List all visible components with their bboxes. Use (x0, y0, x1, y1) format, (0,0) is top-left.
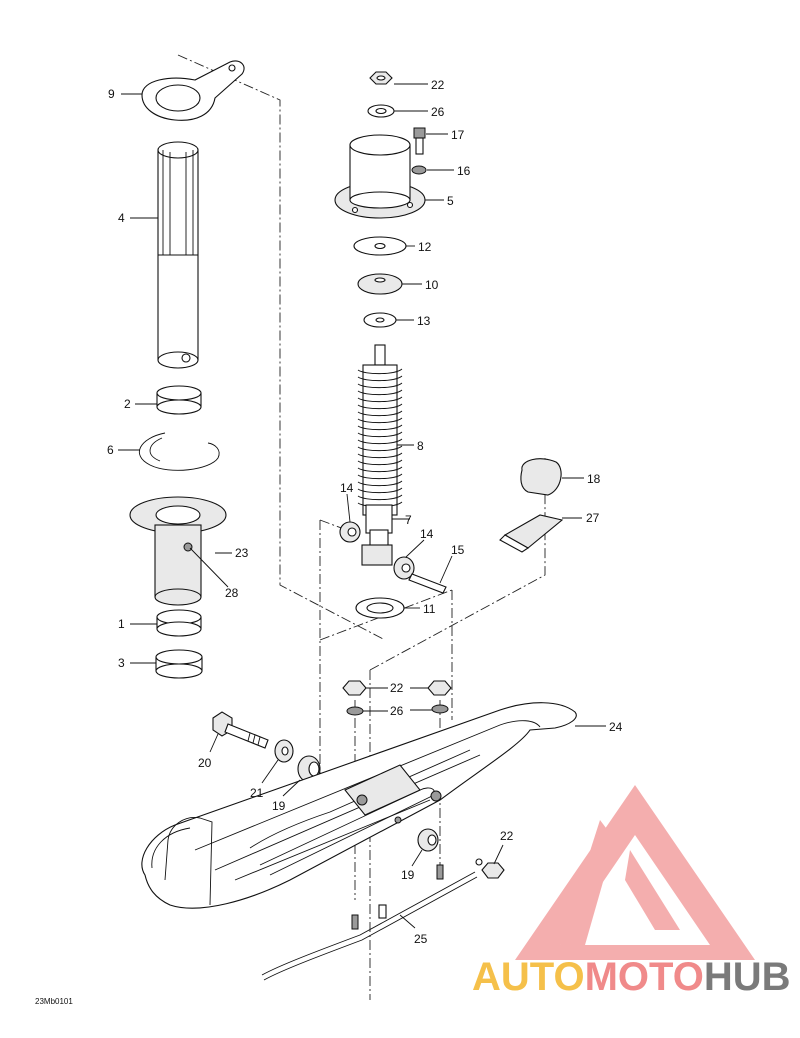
callout-22-wear: 22 (500, 829, 514, 843)
callout-18: 18 (587, 472, 601, 486)
part-lock-washer (411, 165, 427, 175)
spring-coil (357, 438, 403, 445)
callout-3: 3 (118, 656, 125, 670)
watermark-logo (515, 785, 755, 960)
spring-coil (357, 459, 403, 466)
spring-coil (357, 403, 403, 410)
part-bushing-14a (339, 521, 361, 543)
callout-28: 28 (225, 586, 239, 600)
spring-coil (357, 417, 403, 424)
callout-9: 9 (108, 87, 115, 101)
callout-24: 24 (609, 720, 623, 734)
callout-7: 7 (405, 513, 412, 527)
part-washer-ski-right (431, 704, 449, 714)
callout-17: 17 (451, 128, 465, 142)
spring-coil (357, 382, 403, 389)
callout-leaders (118, 83, 606, 929)
callout-2: 2 (124, 397, 131, 411)
part-bushing-19b (417, 828, 439, 852)
spring-coil (357, 487, 403, 494)
spring-coil (357, 410, 403, 417)
callout-6: 6 (107, 443, 114, 457)
part-washer-11 (355, 597, 405, 619)
part-damper-plate (357, 273, 403, 295)
callout-26-top: 26 (431, 105, 445, 119)
part-washer-13 (363, 312, 397, 328)
part-nut-wear-bar (481, 862, 505, 879)
callout-19-right: 19 (401, 868, 415, 882)
callout-20: 20 (198, 756, 212, 770)
spring-coil (357, 375, 403, 382)
callout-10: 10 (425, 278, 439, 292)
part-shock-absorber (357, 344, 403, 566)
part-bolt-small (413, 127, 426, 155)
part-washer-12 (353, 236, 407, 256)
part-cap-18 (520, 458, 562, 496)
callout-16: 16 (457, 164, 471, 178)
callout-23: 23 (235, 546, 249, 560)
callout-21: 21 (250, 786, 264, 800)
part-bushing-14b (393, 556, 415, 580)
spring-coil (357, 480, 403, 487)
part-nut-top (369, 71, 393, 85)
part-washer-ski-left (346, 706, 364, 716)
callout-5: 5 (447, 194, 454, 208)
callout-22-ski: 22 (390, 681, 404, 695)
part-snap-ring (138, 432, 220, 471)
callout-14-left: 14 (340, 481, 354, 495)
callout-19-left: 19 (272, 799, 286, 813)
part-spring-cap (334, 134, 426, 219)
part-bushing-lower (156, 609, 202, 637)
part-retainer-plate (141, 60, 245, 121)
part-splined-shaft (157, 141, 199, 369)
part-nut-ski-left (342, 680, 367, 696)
spring-coil (357, 473, 403, 480)
part-wear-bar (261, 858, 483, 981)
watermark-moto: MOTO (585, 955, 704, 999)
part-plate-27 (499, 514, 564, 553)
watermark-text: AUTOMOTOHUB (472, 955, 791, 999)
callout-labels: 9 4 2 6 23 28 1 3 22 26 17 16 5 12 10 13… (107, 78, 623, 946)
spring-coil (357, 445, 403, 452)
watermark-hub: HUB (704, 955, 791, 999)
callout-1: 1 (118, 617, 125, 631)
spring-coil (357, 494, 403, 501)
spring-coil (357, 452, 403, 459)
callout-14-right: 14 (420, 527, 434, 541)
callout-15: 15 (451, 543, 465, 557)
callout-8: 8 (417, 439, 424, 453)
part-bushing-upper (156, 385, 202, 415)
watermark-auto: AUTO (472, 955, 585, 999)
callout-26-ski: 26 (390, 704, 404, 718)
callout-25: 25 (414, 932, 428, 946)
callout-11: 11 (423, 602, 436, 616)
spring-coil (357, 424, 403, 431)
part-washer-21 (274, 739, 294, 763)
spring-coil (357, 431, 403, 438)
callout-13: 13 (417, 314, 431, 328)
part-washer-top (367, 104, 395, 118)
diagram-code: 23Mb0101 (35, 997, 73, 1006)
part-pin (408, 573, 447, 594)
spring-coil (357, 368, 403, 375)
spring-coil (357, 389, 403, 396)
spring-coil (357, 466, 403, 473)
part-housing-flange (129, 496, 227, 606)
callout-4: 4 (118, 211, 125, 225)
part-bushing-bottom (155, 649, 203, 679)
part-nut-ski-right (427, 680, 452, 696)
part-ski (141, 702, 577, 909)
callout-22-top: 22 (431, 78, 445, 92)
part-ski-bolt (212, 711, 269, 749)
callout-27: 27 (586, 511, 600, 525)
callout-12: 12 (418, 240, 432, 254)
spring-coil (357, 396, 403, 403)
